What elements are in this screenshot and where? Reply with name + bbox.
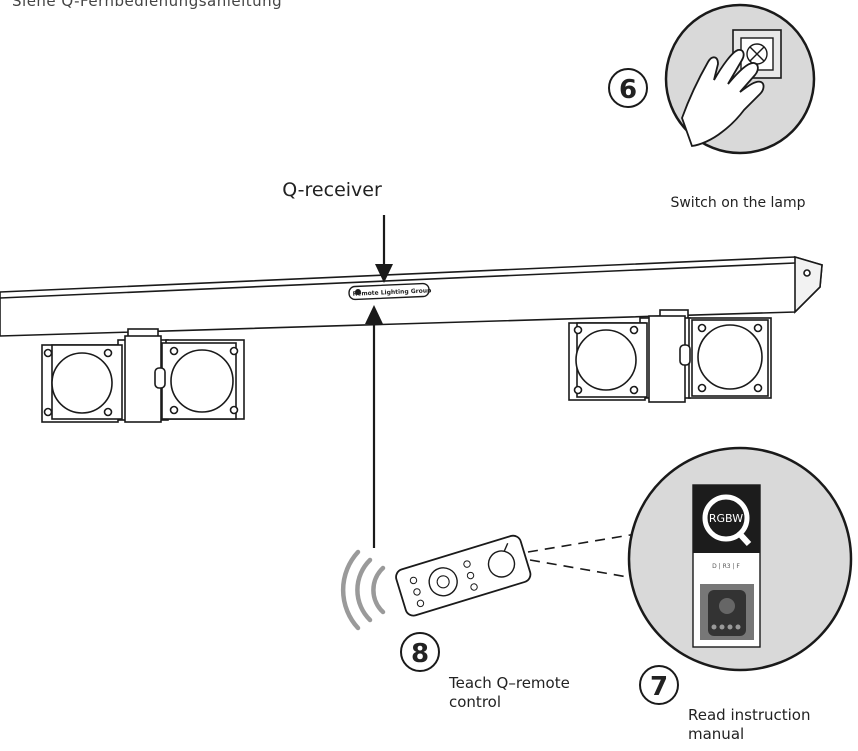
remote-control-icon <box>395 534 532 617</box>
step-6-illustration <box>664 3 816 155</box>
manual-small-text: D | R3 | F <box>712 563 740 570</box>
step-8-badge: 8 <box>400 632 440 672</box>
step-7-caption-line2: manual <box>688 725 744 743</box>
step-7-caption-line1: Read instruction <box>688 706 810 724</box>
spotlight-pair-left <box>41 328 245 423</box>
arrow-down-to-receiver <box>375 215 393 283</box>
step-6-number: 6 <box>619 75 637 105</box>
step-7-number: 7 <box>650 672 668 702</box>
step-6-badge: 6 <box>608 68 648 108</box>
receiver-strip-label: Remote Lighting Group <box>353 287 433 297</box>
q-receiver-label: Q-receiver <box>282 179 382 201</box>
step-6-caption: Switch on the lamp <box>670 195 805 211</box>
step-8-caption-line1: Teach Q–remote <box>448 674 570 692</box>
step-7-illustration: RGBW D | R3 | F <box>627 446 853 672</box>
dashed-view-lines <box>527 531 649 581</box>
arrow-up-from-remote <box>365 305 383 548</box>
signal-waves-icon <box>340 549 386 631</box>
step-7-badge: 7 <box>639 665 679 705</box>
q-receiver-strip: Remote Lighting Group <box>348 282 433 301</box>
clipped-header-text: Siehe Q-Fernbedienungsanleitung <box>12 0 283 10</box>
step-8-caption-line2: control <box>449 693 501 711</box>
step-8-number: 8 <box>411 639 429 669</box>
manual-badge-text: RGBW <box>709 512 743 525</box>
hand-icon <box>681 49 765 147</box>
spotlight-pair-right <box>568 309 772 403</box>
